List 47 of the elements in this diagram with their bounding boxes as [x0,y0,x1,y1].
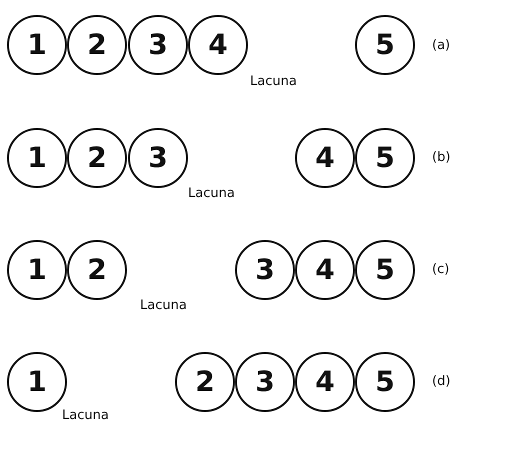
row-label: (d) [432,374,450,389]
circle-number: 2 [86,27,108,63]
numbered-circle [128,15,188,75]
circle-number: 1 [26,252,48,288]
circle-number: 3 [147,27,169,63]
circle-number: 5 [374,27,396,63]
numbered-circle [7,15,67,75]
numbered-circle [7,128,67,188]
gap-label: Lacuna [250,74,297,89]
circle-number: 3 [254,252,276,288]
numbered-circle [67,128,127,188]
circle-number: 3 [147,140,169,176]
numbered-circle [355,128,415,188]
circle-number: 1 [26,140,48,176]
numbered-circle [67,240,127,300]
row-label: (c) [432,262,450,277]
circle-number: 5 [374,140,396,176]
row-label: (b) [432,150,450,165]
numbered-circle [128,128,188,188]
circle-number: 3 [254,364,276,400]
gap-label: Lacuna [62,408,109,423]
numbered-circle [235,352,295,412]
numbered-circle [355,352,415,412]
circle-number: 4 [314,140,336,176]
numbered-circle [355,240,415,300]
numbered-circle [355,15,415,75]
gap-label: Lacuna [140,298,187,313]
numbered-circle [175,352,235,412]
circle-number: 1 [26,27,48,63]
numbered-circle [67,15,127,75]
circle-number: 2 [86,140,108,176]
numbered-circle [235,240,295,300]
gap-label: Lacuna [188,186,235,201]
circle-number: 4 [207,27,229,63]
circle-number: 4 [314,364,336,400]
circle-number: 5 [374,364,396,400]
row-label: (a) [432,38,450,53]
numbered-circle [295,128,355,188]
circle-number: 5 [374,252,396,288]
numbered-circle [188,15,248,75]
circle-number: 1 [26,364,48,400]
circle-number: 4 [314,252,336,288]
circle-number: 2 [194,364,216,400]
numbered-circle [7,240,67,300]
numbered-circle [295,352,355,412]
circle-number: 2 [86,252,108,288]
numbered-circle [295,240,355,300]
